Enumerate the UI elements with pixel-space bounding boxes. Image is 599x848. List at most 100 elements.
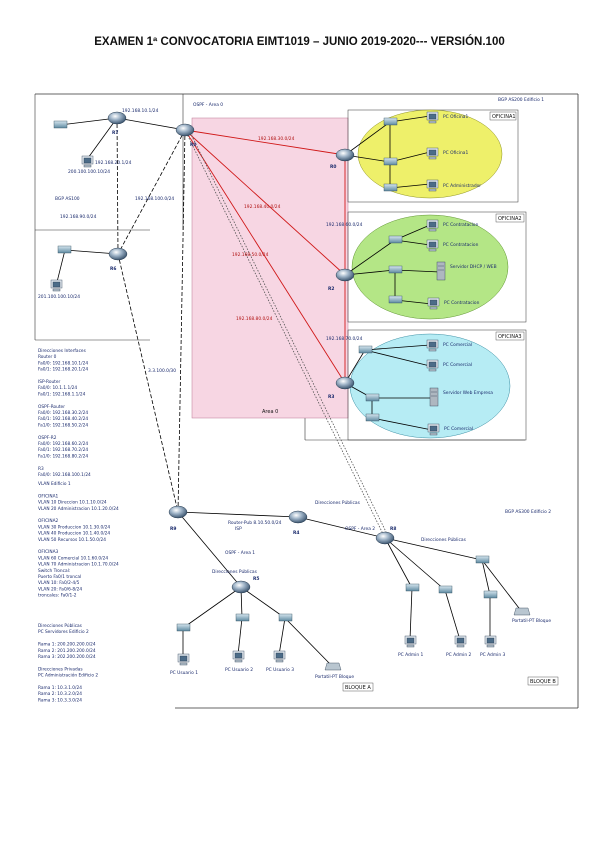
link-label-r5-r1: 192.168.30.0/24 bbox=[258, 136, 295, 142]
pc-of3-b-label: PC Comercial bbox=[443, 362, 472, 368]
side-notes-line: OSPF-Router bbox=[38, 404, 65, 410]
link-label-r0-r5: 192.168.20.1/24 bbox=[95, 160, 132, 166]
area0-zone bbox=[191, 117, 349, 419]
pc-of1-b-label: PC Oficina1 bbox=[443, 150, 468, 156]
switch-bb-3-icon[interactable] bbox=[483, 590, 498, 599]
router-r3-icon[interactable] bbox=[335, 376, 355, 390]
switch-of3-a-icon[interactable] bbox=[358, 345, 373, 354]
oficina3-label: OFICINA3 bbox=[498, 334, 522, 340]
vlan-notes-line: VLAN 60 Comercial 10.1.60.0/24 bbox=[38, 555, 108, 561]
side-notes-line: Fa0/1: 192.168.70.2/24 bbox=[38, 447, 88, 453]
pc-as200-icon[interactable] bbox=[50, 279, 63, 292]
switch-bb-1-icon[interactable] bbox=[405, 583, 420, 592]
router-r9-icon[interactable] bbox=[168, 505, 188, 519]
server-of2-label: Servidor DHCP / WEB bbox=[450, 264, 497, 270]
switch-ba-2-icon[interactable] bbox=[235, 613, 250, 622]
switch-of1-c-icon[interactable] bbox=[383, 183, 398, 192]
switch-of1-b-icon[interactable] bbox=[383, 157, 398, 166]
laptop-b-icon[interactable] bbox=[513, 607, 531, 616]
switch-of1-a-icon[interactable] bbox=[383, 117, 398, 126]
ospf-area0-label: OSPF - Area 0 bbox=[193, 102, 223, 108]
ospf-area2-label: OSPF - Area 2 bbox=[345, 526, 375, 532]
side-notes-line: Fa0/0: 10.1.1.1/24 bbox=[38, 385, 77, 391]
pc-of2-c-label: PC Contratacion bbox=[444, 300, 480, 306]
pc-ba-1-icon[interactable] bbox=[177, 653, 190, 666]
pc-of1-c-icon[interactable] bbox=[426, 179, 439, 192]
laptop-b-label: Portatil-PT Bloque bbox=[512, 618, 551, 624]
side-notes-line: Router 0 bbox=[38, 354, 57, 360]
link-label-r5-r2: 192.168.40.0/24 bbox=[244, 204, 281, 210]
pc-of3-b-icon[interactable] bbox=[426, 359, 439, 372]
switch-bb-2-icon[interactable] bbox=[438, 585, 453, 594]
pc-of2-b-icon[interactable] bbox=[426, 239, 439, 252]
pc-as100-icon[interactable] bbox=[81, 155, 94, 168]
switch-as100-icon[interactable] bbox=[53, 120, 68, 129]
pc-of2-c-icon[interactable] bbox=[427, 297, 440, 310]
pc-of3-c-label: PC Comercial bbox=[444, 426, 473, 432]
vlan-notes-line: VLAN 40 Produccion 10.1.40.0/24 bbox=[38, 531, 110, 537]
side-notes-line: Fa0/0: 192.168.10.1/24 bbox=[38, 360, 88, 366]
pc-of1-a-icon[interactable] bbox=[426, 111, 439, 124]
router-r0-icon[interactable] bbox=[175, 123, 195, 137]
router-isp-icon[interactable] bbox=[288, 510, 308, 524]
pc-as100-label: 200.100.100.10/24 bbox=[68, 169, 110, 175]
bloque-a-label: BLOQUE A bbox=[345, 685, 371, 691]
side-notes-line: Fa0/1: 192.168.40.2/24 bbox=[38, 416, 88, 422]
switch-of2-c-icon[interactable] bbox=[388, 295, 403, 304]
pc-of3-a-icon[interactable] bbox=[426, 339, 439, 352]
router-r8-label: R8 bbox=[390, 526, 396, 532]
router-r3-label: R3 bbox=[328, 394, 334, 400]
switch-of3-c-icon[interactable] bbox=[365, 413, 380, 422]
router-r7-label: R7 bbox=[112, 130, 118, 136]
switches bbox=[53, 117, 498, 632]
pub-notes-line: Rama 1: 200.200.200.0/24 bbox=[38, 642, 96, 648]
pc-as200-label: 201.100.100.10/24 bbox=[38, 294, 80, 300]
router-r7-icon[interactable] bbox=[107, 111, 127, 125]
pc-ba-3-icon[interactable] bbox=[273, 650, 286, 663]
switch-of3-b-icon[interactable] bbox=[365, 393, 380, 402]
switch-ba-1-icon[interactable] bbox=[176, 623, 191, 632]
vlan-notes-line: OFICINA2 bbox=[38, 518, 59, 524]
pc-bb-2-label: PC Admin 2 bbox=[446, 652, 471, 658]
pc-bb-3-label: PC Admin 3 bbox=[480, 652, 505, 658]
ospf-area1-label: OSPF - Area 1 bbox=[225, 550, 255, 556]
router-r0-label: R0 bbox=[190, 142, 196, 148]
server-of3-icon[interactable] bbox=[429, 387, 439, 407]
pc-ba-2-icon[interactable] bbox=[232, 650, 245, 663]
router-names: R7 R0 R6 R0 R2 R3 R9 R4 R8 R5 bbox=[110, 130, 396, 582]
oficina2-label: OFICINA2 bbox=[498, 216, 522, 222]
pc-of3-c-icon[interactable] bbox=[427, 423, 440, 436]
pc-bb-2-icon[interactable] bbox=[454, 635, 467, 648]
router-isp-label: R4 bbox=[293, 530, 299, 536]
router-r1-icon[interactable] bbox=[335, 148, 355, 162]
pc-bb-3-icon[interactable] bbox=[484, 635, 497, 648]
router-r5-label: R5 bbox=[253, 576, 259, 582]
switch-ba-3-icon[interactable] bbox=[278, 613, 293, 622]
switch-bb-top-icon[interactable] bbox=[475, 555, 490, 564]
pc-of2-a-icon[interactable] bbox=[426, 219, 439, 232]
vlan-notes-line: VLAN 10 Direccion 10.1.10.0/24 bbox=[38, 500, 107, 506]
side-notes-line: Fa0/1: 192.168.20.1/24 bbox=[38, 367, 88, 373]
pub1-label: Direcciones Públicas bbox=[212, 568, 258, 575]
switch-of2-a-icon[interactable] bbox=[388, 235, 403, 244]
link-label-r9-r7: 3.3.100.0/30 bbox=[148, 368, 176, 374]
link-label-rsp: Router-Pub 8.10.50.0/24 bbox=[228, 520, 282, 526]
side-notes-line: Fa1/0: 192.168.80.2/24 bbox=[38, 453, 88, 459]
pc-of1-b-icon[interactable] bbox=[426, 147, 439, 160]
pub-notes-line: Rama 3: 202.200.200.0/24 bbox=[38, 654, 96, 660]
router-r6-icon[interactable] bbox=[108, 247, 128, 261]
router-r5-icon[interactable] bbox=[231, 580, 251, 594]
router-r8-icon[interactable] bbox=[375, 531, 395, 545]
pc-of1-c-label: PC Administrador bbox=[443, 183, 481, 189]
switch-of2-b-icon[interactable] bbox=[388, 265, 403, 274]
pub-notes-line: PC Servidores Edificio 2 bbox=[38, 629, 89, 635]
server-of2-icon[interactable] bbox=[436, 261, 446, 281]
router-r2-icon[interactable] bbox=[335, 268, 355, 282]
pc-bb-1-icon[interactable] bbox=[404, 635, 417, 648]
area0-label: Area 0 bbox=[262, 409, 278, 415]
switch-as200-icon[interactable] bbox=[57, 245, 72, 254]
laptop-a-icon[interactable] bbox=[324, 662, 342, 671]
pub-notes-line: Rama 2: 201.200.200.0/24 bbox=[38, 648, 96, 654]
bgp-as100-label: BGP AS100 bbox=[55, 196, 80, 202]
router-r1-label: R0 bbox=[330, 164, 336, 170]
